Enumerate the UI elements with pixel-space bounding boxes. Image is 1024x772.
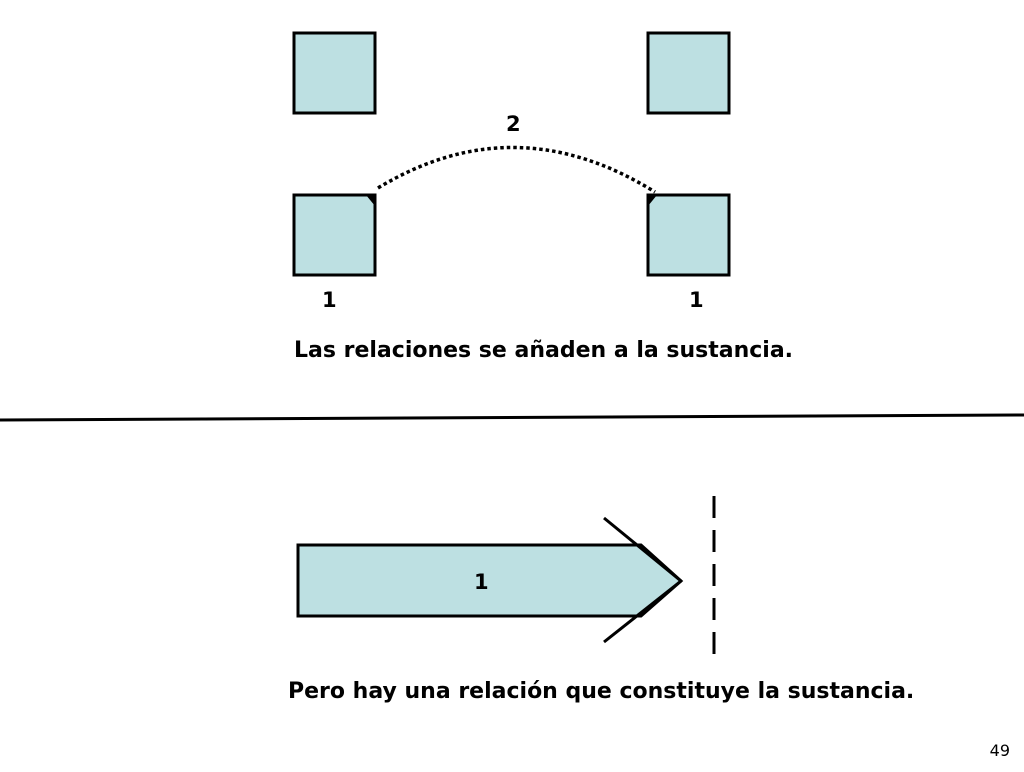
arrow-label: 1 — [474, 570, 489, 594]
square-top-left — [292, 31, 377, 115]
square-bottom-right — [646, 193, 731, 277]
top-caption: Las relaciones se añaden a la sustancia. — [294, 338, 794, 363]
relation-label: 2 — [506, 112, 521, 136]
arrow-shape — [296, 543, 684, 618]
bottom-caption: Pero hay una relación que constituye la … — [288, 679, 915, 704]
left-box-label: 1 — [322, 288, 337, 312]
divider-line — [0, 413, 1024, 422]
relation-curve — [377, 145, 656, 194]
square-top-right — [646, 31, 731, 115]
attach-mark-right — [648, 195, 657, 206]
arrow-head-lower — [603, 579, 682, 644]
attach-mark-left — [366, 195, 375, 206]
right-box-label: 1 — [689, 288, 704, 312]
arrow-head-upper — [603, 516, 682, 583]
page-number: 49 — [989, 741, 1010, 760]
square-bottom-left — [292, 193, 377, 277]
